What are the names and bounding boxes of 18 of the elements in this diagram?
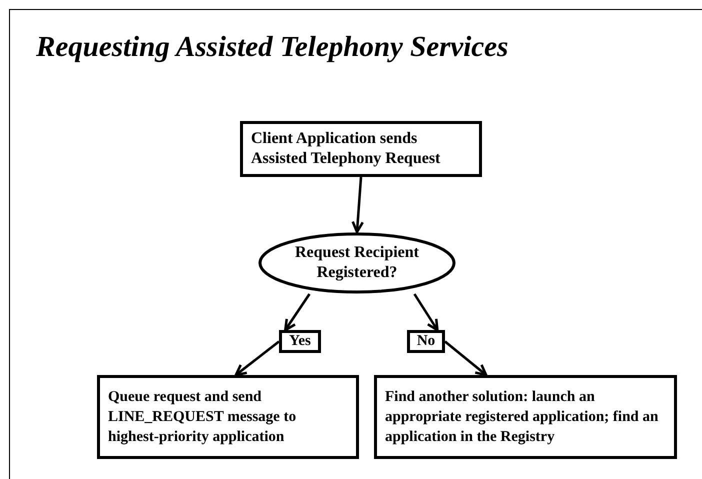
- node-text: Yes: [288, 333, 312, 350]
- node-text: Queue request and send LINE_REQUEST message to highest-priority application: [108, 388, 298, 447]
- node-text: Client Application sends Assisted Telephony Request: [251, 129, 442, 169]
- node-text: Request Recipient Registered?: [294, 243, 420, 283]
- title: Requesting Assisted Telephony Services: [36, 30, 508, 64]
- no-label-box: [407, 330, 445, 353]
- process-box: [374, 375, 677, 459]
- arrow: [413, 293, 439, 332]
- arrow: [352, 176, 364, 234]
- node-text: Find another solution: launch an appropriate registered application; find an application in the Registry: [385, 388, 660, 447]
- arrow: [234, 340, 280, 376]
- process-box: [240, 121, 482, 177]
- process-box: [97, 375, 359, 459]
- yes-label-box: [279, 330, 321, 353]
- node-text: No: [416, 333, 436, 350]
- arrow: [284, 293, 311, 332]
- decision-ellipse: [258, 232, 456, 294]
- arrow: [444, 340, 488, 376]
